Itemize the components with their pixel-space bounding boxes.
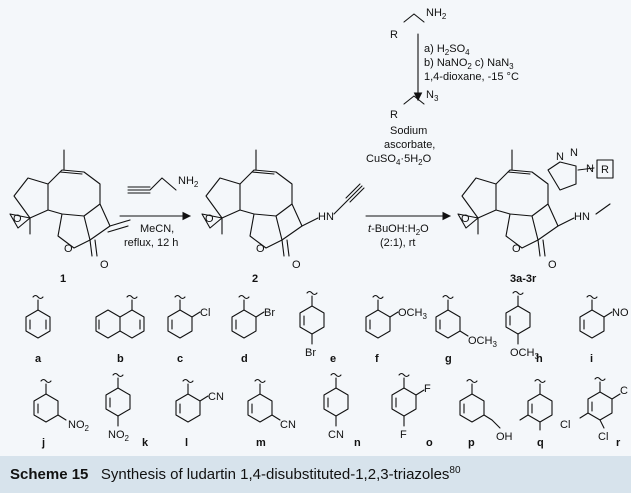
substituent-h-structure xyxy=(505,290,531,345)
substituent-q-letter: q xyxy=(537,437,544,449)
compound-1-ring-o: O xyxy=(64,243,73,255)
substituent-e-label: Br xyxy=(305,347,316,359)
substituent-p-label: OH xyxy=(496,431,513,443)
azide-solvent: 1,4-dioxane, -15 °C xyxy=(424,71,519,83)
compound-3-hn: HN xyxy=(574,211,590,223)
substituent-o-structure xyxy=(391,372,425,427)
substituent-e-letter: e xyxy=(330,353,336,365)
triazole-n1: N xyxy=(556,151,564,163)
propargylamine-structure xyxy=(127,177,177,194)
compound-2-epoxide-o: O xyxy=(205,213,214,225)
compound-2-label: 2 xyxy=(252,273,258,285)
substituent-h-letter: h xyxy=(536,353,543,365)
caption-text: Synthesis of ludartin 1,4-disubstituted-… xyxy=(100,466,450,483)
substituent-i-structure xyxy=(579,294,613,339)
substituent-r-label-1: Cl xyxy=(560,419,570,431)
substituent-f-structure xyxy=(365,294,399,339)
compound-1-carbonyl-o: O xyxy=(100,259,109,271)
step1-solvent: MeCN, xyxy=(140,223,174,235)
triazole-n2: N xyxy=(570,147,578,159)
substituent-n-structure xyxy=(323,372,349,427)
step2-line5: (2:1), rt xyxy=(380,237,415,249)
substituent-g-label: OCH3 xyxy=(468,335,497,349)
amine-nh2: NH2 xyxy=(426,7,447,21)
substituent-l-label: CN xyxy=(208,391,224,403)
substituent-l-letter: l xyxy=(185,437,188,449)
r-group-label: R xyxy=(601,164,609,176)
compound-1-structure xyxy=(9,149,131,257)
substituent-j-label: NO2 xyxy=(68,419,90,433)
compound-3-ring-o: O xyxy=(512,243,521,255)
substituent-r-label-2: Cl xyxy=(598,431,608,443)
step1-conditions: reflux, 12 h xyxy=(124,237,178,249)
substituent-m-label: CN xyxy=(280,419,296,431)
substituent-q-structure xyxy=(519,378,553,431)
compound-2-hn: HN xyxy=(318,211,334,223)
step2-line4: t-BuOH:H2O xyxy=(368,223,429,237)
substituent-c-label: Cl xyxy=(200,307,210,319)
compound-3-structure xyxy=(457,149,611,257)
substituent-o-letter: o xyxy=(426,437,433,449)
substituent-o-label-2: F xyxy=(400,429,407,441)
substituent-j-letter: j xyxy=(41,437,45,449)
compound-2-structure xyxy=(201,149,365,257)
step-a-acid: a) H2SO4 xyxy=(424,43,470,57)
compound-1-epoxide-o: O xyxy=(13,213,22,225)
substituent-k-label: NO2 xyxy=(108,429,130,443)
substituent-b-letter: b xyxy=(117,353,124,365)
step2-line1: Sodium xyxy=(390,125,427,137)
azide-r: R xyxy=(390,109,398,121)
substituent-d-letter: d xyxy=(241,353,248,365)
substituent-g-letter: g xyxy=(445,353,452,365)
substituent-m-structure xyxy=(247,378,281,423)
triazole-n3: N xyxy=(586,163,594,175)
substituent-k-structure xyxy=(105,372,131,427)
substituent-e-structure xyxy=(299,290,325,345)
substituent-r-label-3: C xyxy=(620,385,628,397)
step-b-c-reagents: b) NaNO2 c) NaN3 xyxy=(424,57,514,71)
substituent-c-letter: c xyxy=(177,353,183,365)
substituent-n-letter: n xyxy=(354,437,361,449)
substituent-n-label: CN xyxy=(328,429,344,441)
substituent-f-label: OCH3 xyxy=(398,307,427,321)
substituent-p-letter: p xyxy=(468,437,475,449)
compound-3-epoxide-o: O xyxy=(461,213,470,225)
substituent-r-letter: r xyxy=(616,437,621,449)
r-group-box xyxy=(596,159,614,179)
substituent-f-letter: f xyxy=(375,353,379,365)
compound-2-carbonyl-o: O xyxy=(292,259,301,271)
substituent-o-label-1: F xyxy=(424,383,431,395)
compound-1-label: 1 xyxy=(60,273,66,285)
compound-3-label: 3a-3r xyxy=(510,273,537,285)
substituent-g-structure xyxy=(435,294,469,339)
substituent-c-structure xyxy=(167,294,201,339)
scheme-caption: Scheme 15 Synthesis of ludartin 1,4-disu… xyxy=(0,456,631,493)
scheme-drawing: O O O 1 NH2 MeCN, reflux, 12 h O O O HN … xyxy=(9,7,629,449)
compound-2-ring-o: O xyxy=(256,243,265,255)
substituent-b-structure xyxy=(95,294,145,339)
substituent-d-label: Br xyxy=(264,307,275,319)
substituent-a-structure xyxy=(25,294,51,339)
reaction-scheme: O O O 1 NH2 MeCN, reflux, 12 h O O O HN … xyxy=(0,0,631,456)
substituent-d-structure xyxy=(231,294,265,339)
substituent-a-letter: a xyxy=(35,353,42,365)
step2-line2: ascorbate, xyxy=(384,139,435,151)
substituent-j-structure xyxy=(33,378,67,423)
step2-line3: CuSO4·5H2O xyxy=(366,153,432,167)
substituent-m-letter: m xyxy=(256,437,266,449)
amine-r: R xyxy=(390,29,398,41)
substituent-l-structure xyxy=(175,378,209,423)
propargylamine-nh: NH2 xyxy=(178,175,199,189)
substituent-h-label: OCH3 xyxy=(510,347,539,361)
substituent-i-label: NO xyxy=(612,307,629,319)
substituent-p-structure xyxy=(459,378,501,429)
compound-3-carbonyl-o: O xyxy=(548,259,557,271)
substituent-i-letter: i xyxy=(590,353,593,365)
caption-label: Scheme 15 xyxy=(10,466,89,483)
substituent-k-letter: k xyxy=(142,437,149,449)
azide-n3: N3 xyxy=(426,89,439,103)
caption-reference: 80 xyxy=(449,465,461,476)
substituent-r-structure xyxy=(579,376,621,429)
